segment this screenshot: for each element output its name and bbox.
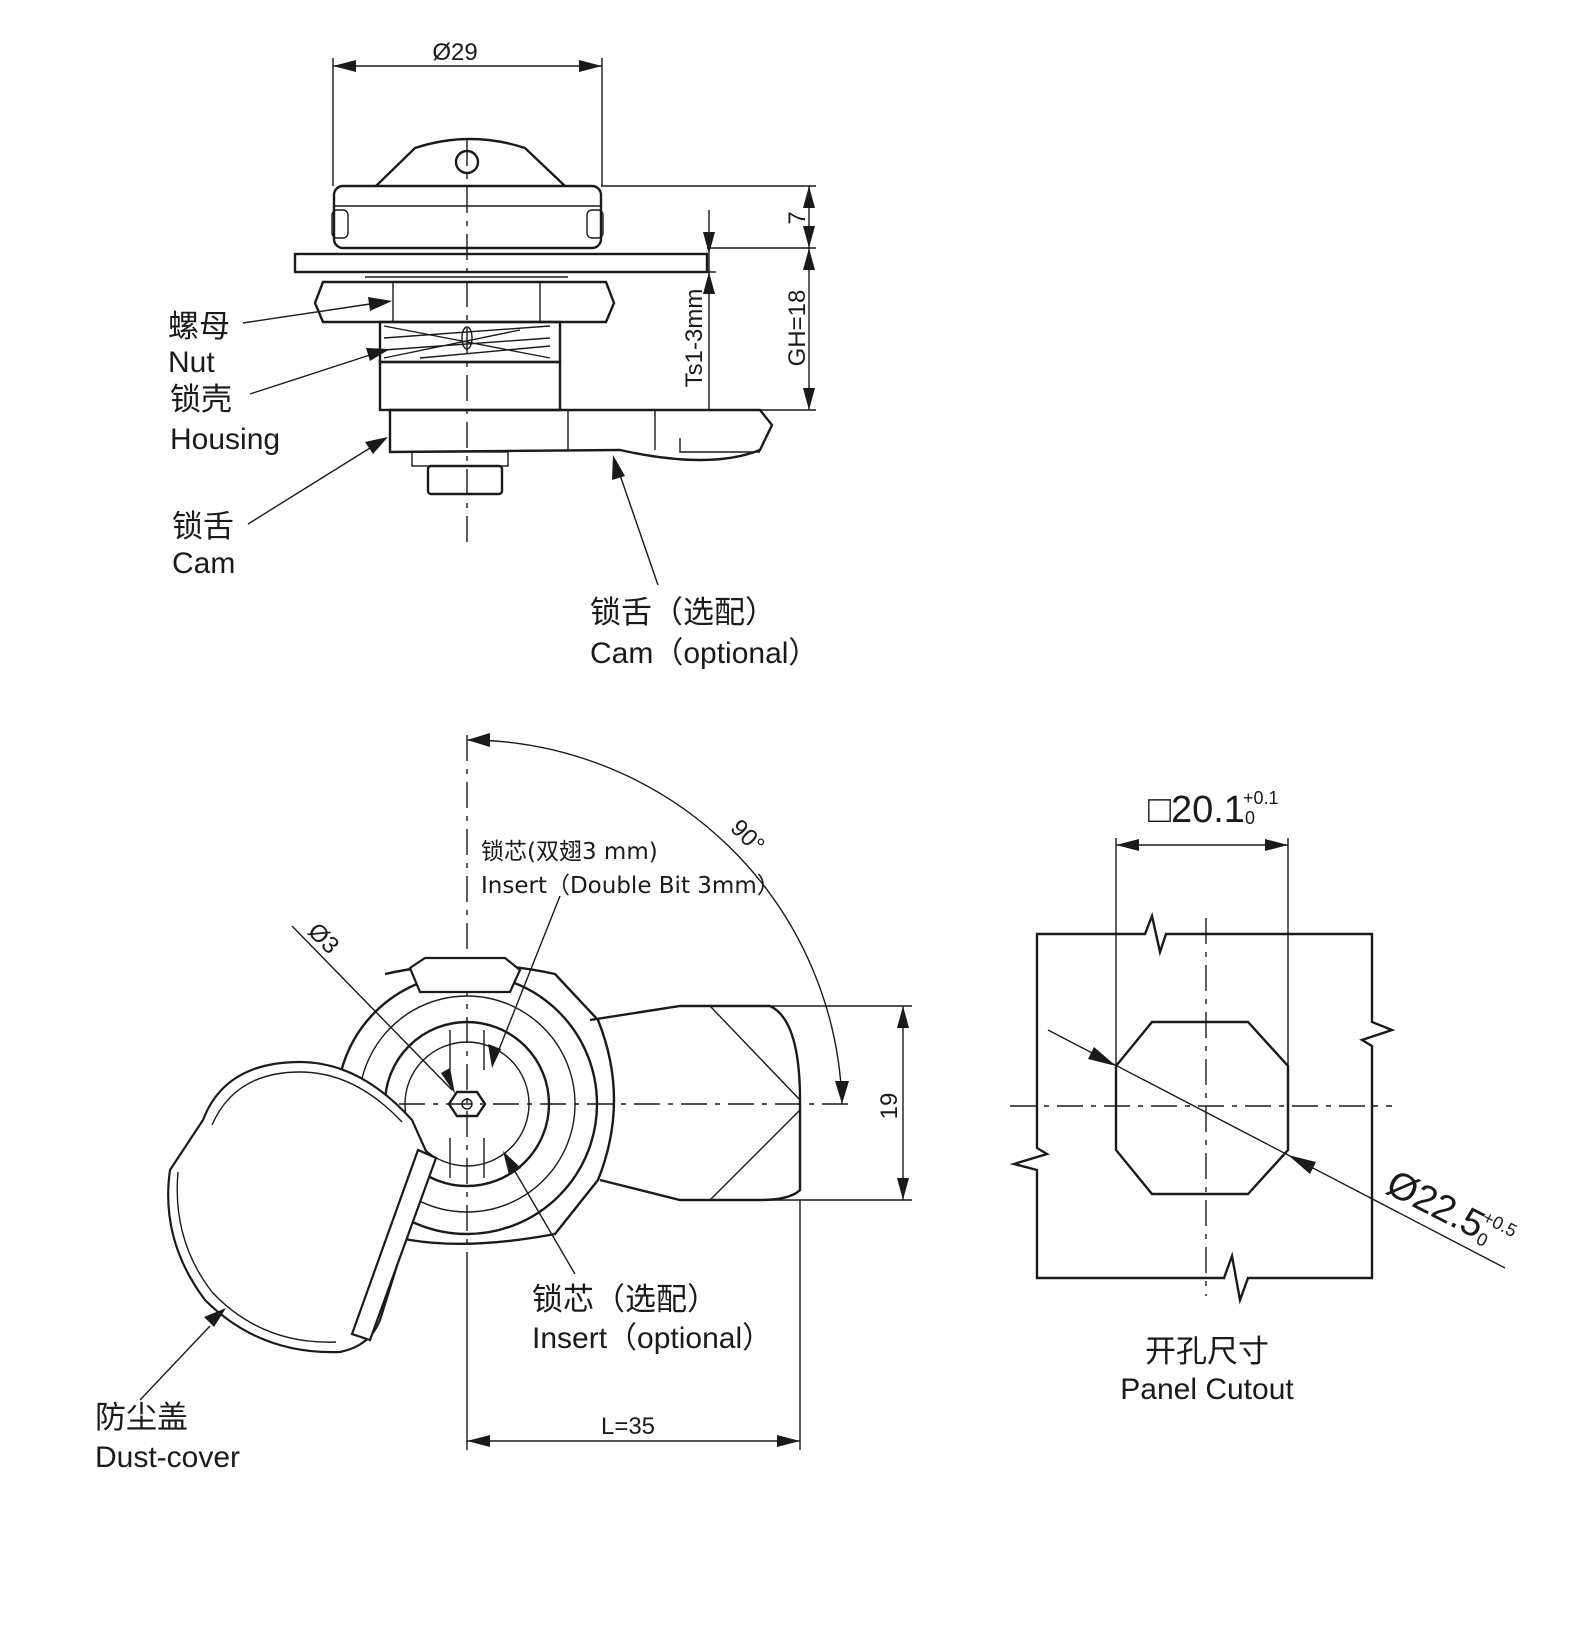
label-dust-cover-en: Dust-cover xyxy=(95,1441,240,1474)
nut xyxy=(313,280,616,324)
dim-square-tol-lower: 0 xyxy=(1245,808,1255,828)
dim-angle-90: 90° xyxy=(725,814,770,859)
label-cam-en: Cam xyxy=(172,547,235,580)
dim-grip-height: GH=18 xyxy=(784,290,811,367)
lock-head xyxy=(332,184,603,250)
label-housing-en: Housing xyxy=(170,423,280,456)
rotation-arc xyxy=(466,739,843,1105)
cutout-shape xyxy=(1114,1020,1290,1196)
dim-square-tol-upper: +0.1 xyxy=(1243,788,1279,808)
dust-cover xyxy=(167,1060,432,1354)
label-nut-zh: 螺母 xyxy=(168,309,230,345)
dim-7: 7 xyxy=(784,211,811,224)
front-view: 90° Ø3 xyxy=(95,733,912,1474)
panel-plate xyxy=(293,252,709,274)
label-insert-optional-zh: 锁芯（选配） xyxy=(532,1282,718,1318)
dim-hole-3: Ø3 xyxy=(302,918,344,960)
panel-cutout-title-en: Panel Cutout xyxy=(1120,1373,1294,1406)
housing xyxy=(378,360,562,412)
screw-knurl xyxy=(411,451,509,467)
label-nut-en: Nut xyxy=(168,346,215,379)
insert-hex xyxy=(447,1090,487,1118)
screw-tip xyxy=(426,464,504,496)
label-insert-zh: 锁芯(双翅3 mm) xyxy=(481,839,658,865)
label-insert-en: Insert（Double Bit 3mm） xyxy=(481,873,780,899)
label-housing-zh: 锁壳 xyxy=(170,382,232,418)
cam-front xyxy=(589,1004,802,1202)
label-cam-zh: 锁舌 xyxy=(172,509,234,545)
panel-outline xyxy=(1009,911,1396,1305)
dim-panel-thickness: Ts1-3mm xyxy=(681,289,708,388)
label-cam-optional-en: Cam（optional） xyxy=(590,637,818,670)
label-dust-cover-zh: 防尘盖 xyxy=(95,1400,188,1436)
dim-diameter-22-5: Ø22.5 xyxy=(1380,1163,1491,1247)
panel-cutout: □20.1 +0.1 0 Ø22.5 +0.5 0 开孔尺寸 Panel Cut… xyxy=(1009,788,1520,1406)
key-cap-hole xyxy=(454,149,480,175)
dim-height-19: 19 xyxy=(876,1093,903,1120)
panel-cutout-title-zh: 开孔尺寸 xyxy=(1145,1334,1269,1370)
key-cap-outline xyxy=(375,137,566,187)
dim-length-35: L=35 xyxy=(601,1413,655,1440)
dust-cover-hinge xyxy=(350,1148,438,1342)
dim-diameter-29: Ø29 xyxy=(432,39,477,66)
label-cam-optional-zh: 锁舌（选配） xyxy=(590,595,776,631)
side-view: Ø29 7 GH=18 Ts1-3mm 螺母 Nut 锁壳 Housing 锁舌 xyxy=(168,39,818,670)
label-insert-optional-en: Insert（optional） xyxy=(532,1322,772,1355)
dim-square-20-1: □20.1 xyxy=(1148,789,1245,831)
top-tab xyxy=(408,956,522,994)
cam xyxy=(388,408,774,462)
